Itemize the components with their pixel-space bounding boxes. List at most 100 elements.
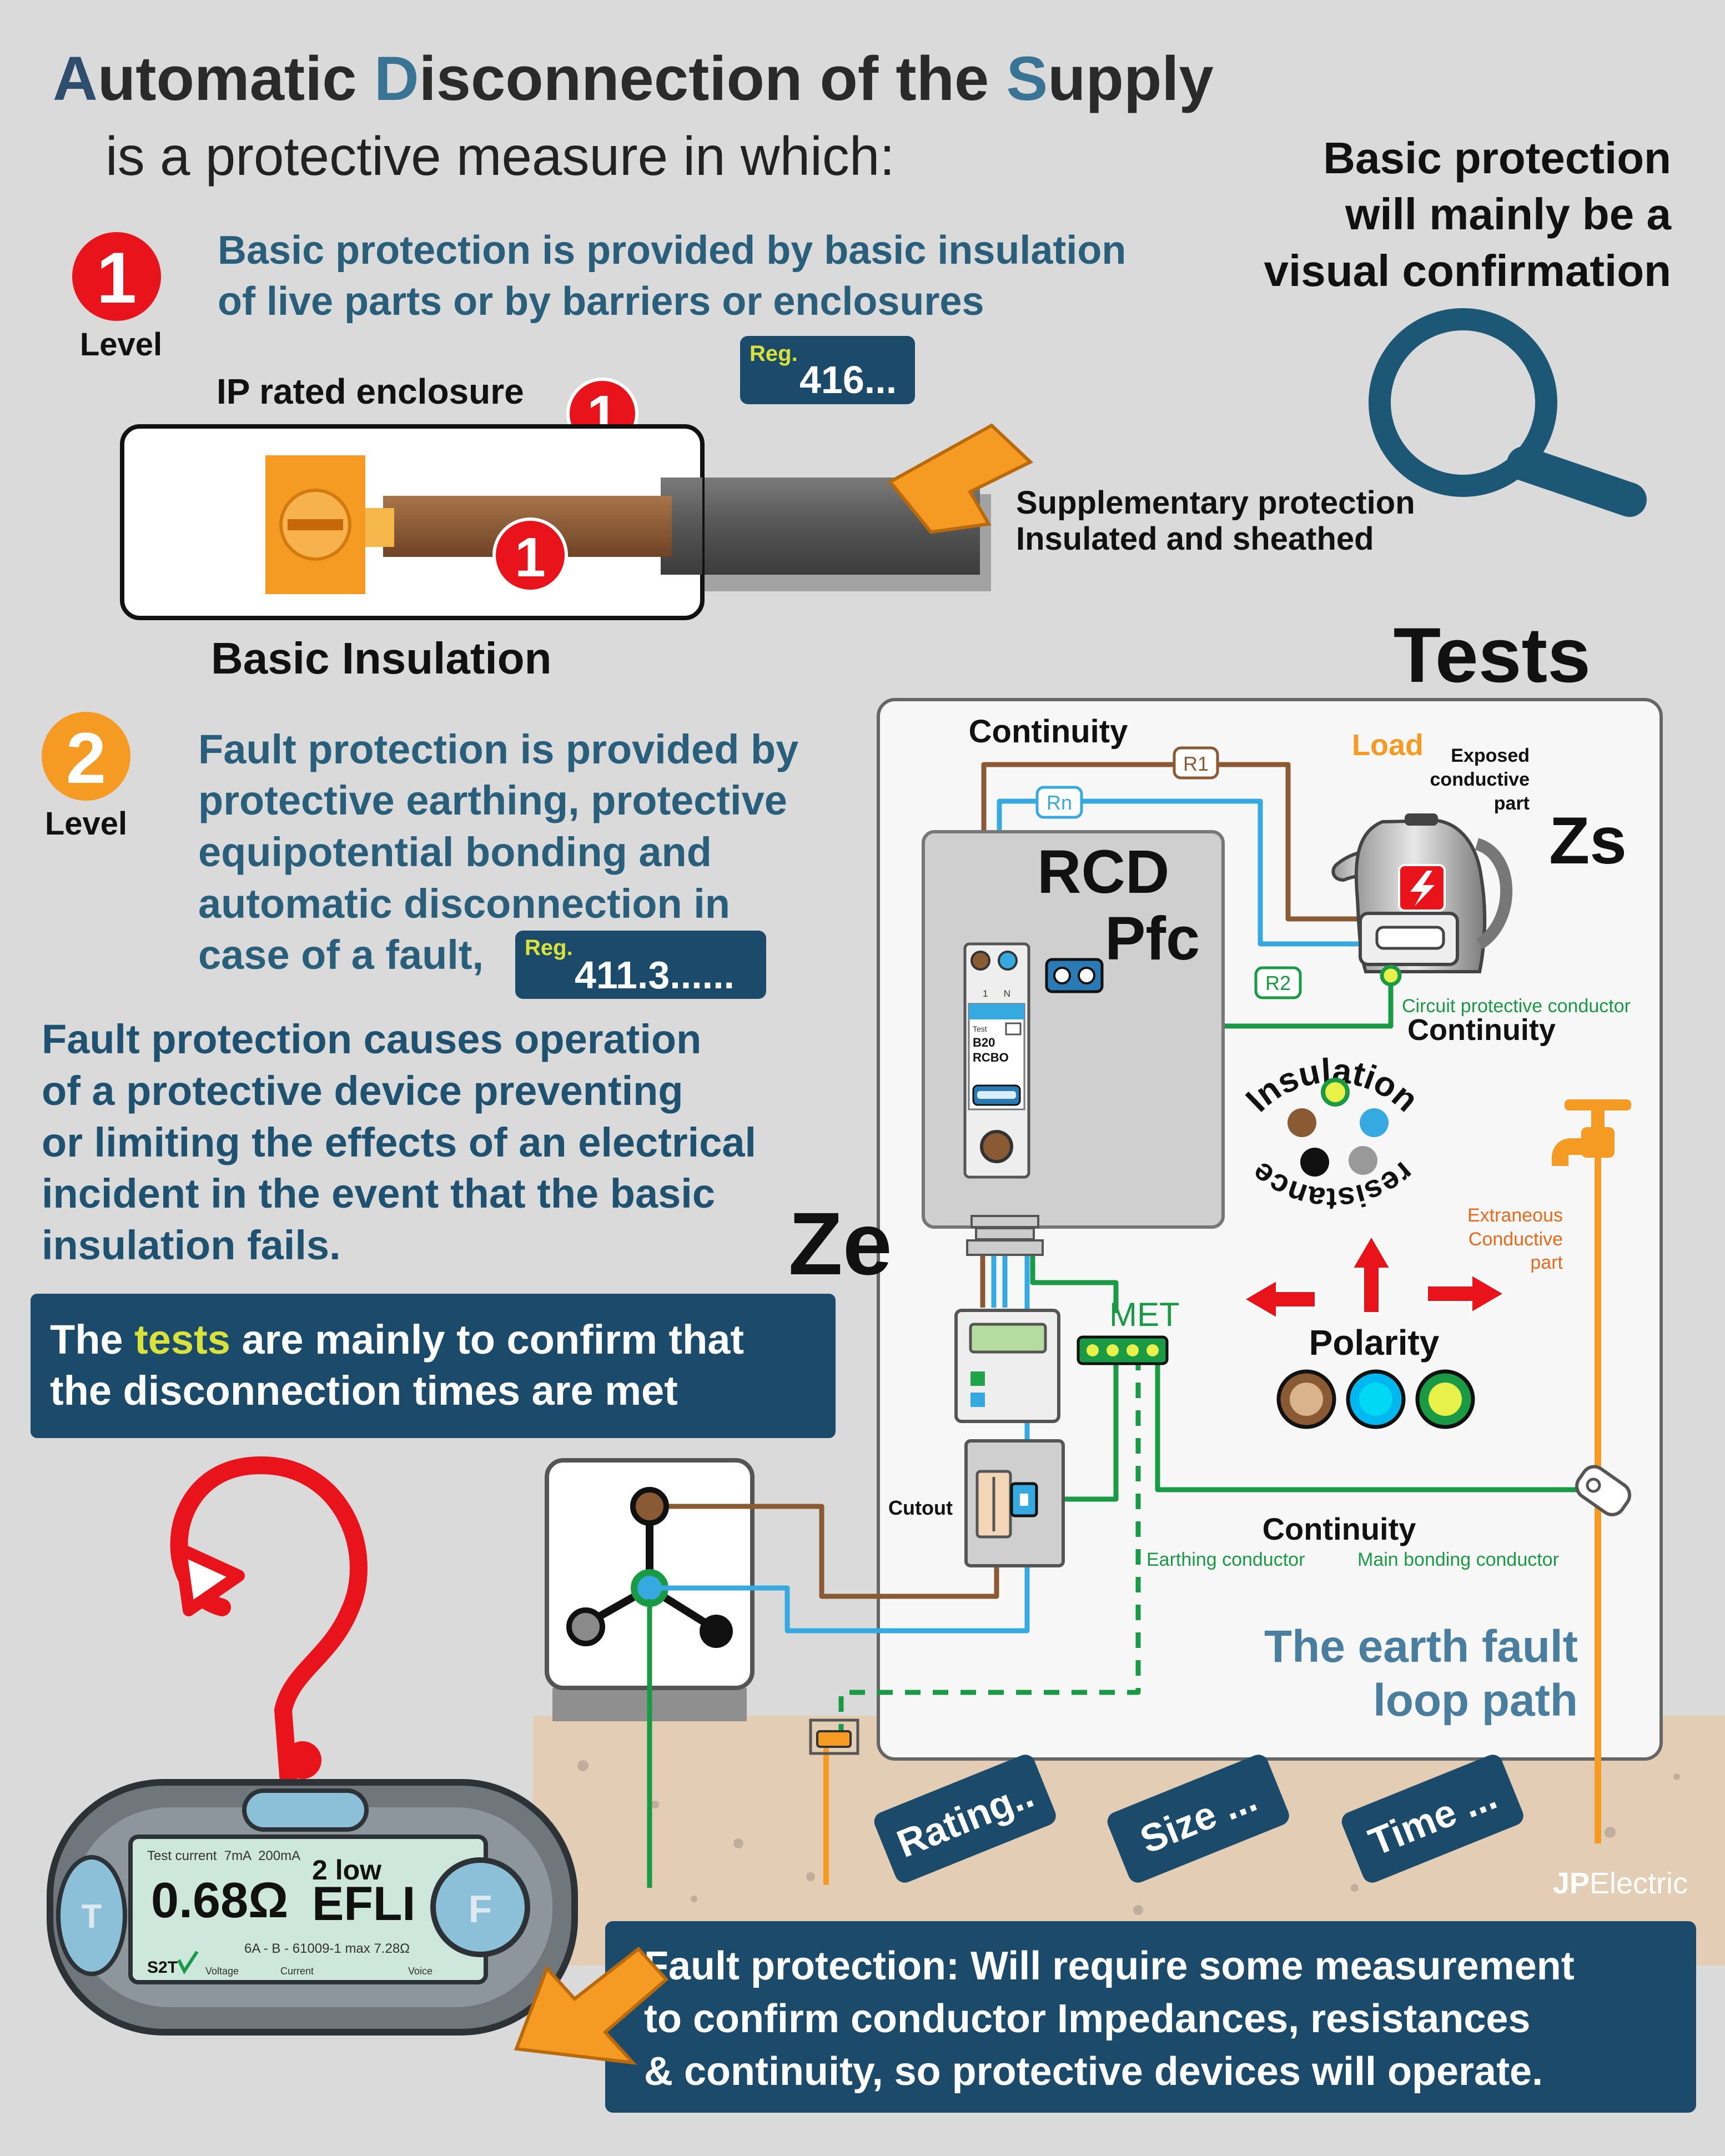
svg-text:Test: Test — [973, 1024, 987, 1033]
cable-illustration — [120, 424, 991, 620]
svg-text:insulation fails.: insulation fails. — [42, 1222, 341, 1268]
svg-text:RCBO: RCBO — [973, 1051, 1009, 1064]
fault-paragraph: Fault protection causes operation of a p… — [42, 1016, 756, 1268]
load-label: Load — [1352, 728, 1424, 762]
continuity-cpc-label: Continuity — [1407, 1013, 1556, 1047]
svg-text:416...: 416... — [799, 358, 897, 401]
continuity-top-label: Continuity — [969, 713, 1128, 750]
svg-text:of a protective device prevent: of a protective device preventing — [42, 1068, 683, 1114]
tests-heading: Tests — [1394, 611, 1591, 698]
level2-label: Level — [45, 806, 127, 842]
svg-text:part: part — [1530, 1252, 1563, 1273]
svg-text:1: 1 — [515, 526, 546, 589]
pointer-arrow-icon — [514, 1946, 669, 2065]
svg-text:Fault protection causes operat: Fault protection causes operation — [42, 1016, 701, 1062]
continuity-bottom-label: Continuity — [1263, 1511, 1416, 1546]
polarity-label: Polarity — [1309, 1323, 1440, 1363]
rcd-label: RCD — [1037, 838, 1169, 906]
svg-text:automatic disconnection in: automatic disconnection in — [198, 881, 730, 927]
supplementary-line2: Insulated and sheathed — [1016, 521, 1374, 557]
svg-text:to confirm conductor Impedance: to confirm conductor Impedances, resista… — [644, 1997, 1530, 2041]
svg-text:1: 1 — [97, 237, 137, 318]
level1-badge: 1 Level — [72, 232, 162, 363]
tester-voice: Voice — [408, 1966, 432, 1977]
supplementary-arrow-icon — [887, 423, 1034, 534]
supply-transformer — [545, 1458, 755, 1721]
polarity-cores — [1276, 1369, 1475, 1429]
svg-text:case of a fault,: case of a fault, — [198, 932, 484, 978]
basic-insulation-label: Basic Insulation — [211, 634, 551, 683]
electricity-meter — [954, 1309, 1060, 1423]
level2-text: Fault protection is provided by protecti… — [198, 726, 798, 978]
exposed-part-label: Exposed conductive part — [1430, 745, 1530, 814]
kettle-icon — [1331, 813, 1513, 987]
r1-tag: R1 — [1173, 746, 1219, 780]
level2-badge: 2 Level — [42, 712, 130, 842]
met-label: MET — [1109, 1296, 1180, 1333]
level1-label: Level — [80, 326, 162, 363]
subtitle: is a protective measure in which: — [105, 125, 895, 187]
svg-text:R1: R1 — [1183, 752, 1209, 775]
cutout — [964, 1439, 1065, 1567]
title: Automatic Disconnection of the Supply — [53, 44, 1214, 113]
tester-spec: 6A - B - 61009-1 max 7.28Ω — [244, 1941, 410, 1956]
tester-voltage: Voltage — [205, 1966, 239, 1977]
level1-reg-badge: Reg. 416... — [740, 336, 915, 404]
pfc-label: Pfc — [1105, 904, 1200, 973]
earth-electrode — [809, 1718, 859, 1885]
level1-text-line1: Basic protection is provided by basic in… — [218, 228, 1126, 273]
svg-text:B20: B20 — [973, 1036, 995, 1049]
magnifier-icon — [1369, 308, 1647, 517]
visual-note-line3: visual confirmation — [1264, 246, 1671, 295]
tester-brand: S2T — [147, 1958, 178, 1977]
svg-text:incident in the event that the: incident in the event that the basic — [42, 1170, 715, 1217]
svg-text:Fault protection: Will require: Fault protection: Will require some meas… — [644, 1944, 1575, 1988]
tester-test-current: Test current 7mA 200mA — [147, 1848, 300, 1863]
question-mark-icon — [170, 1456, 368, 1791]
main-bonding-label: Main bonding conductor — [1357, 1549, 1559, 1570]
svg-text:Exposed: Exposed — [1451, 745, 1530, 766]
level2-reg-badge: Reg. 411.3...... — [515, 931, 766, 999]
level1-text-line2: of live parts or by barriers or enclosur… — [218, 279, 984, 324]
earthing-conductor-label: Earthing conductor — [1146, 1549, 1305, 1570]
loop-path-line2: loop path — [1373, 1675, 1578, 1726]
ze-label: Ze — [788, 1194, 892, 1293]
svg-text:1 N: 1 N — [983, 988, 1010, 999]
tests-purpose-box: The tests are mainly to confirm that the… — [31, 1294, 836, 1438]
visual-note-line2: will mainly be a — [1345, 189, 1671, 239]
svg-text:411.3......: 411.3...... — [575, 953, 735, 997]
svg-text:Conductive: Conductive — [1468, 1229, 1563, 1250]
svg-text:The tests are mainly to confir: The tests are mainly to confirm that — [50, 1316, 744, 1363]
rn-tag: Rn — [1035, 786, 1083, 819]
enclosure-label: IP rated enclosure — [217, 371, 524, 411]
measurement-note-box: Fault protection: Will require some meas… — [605, 1921, 1696, 2113]
svg-text:Fault protection is provided b: Fault protection is provided by — [198, 726, 798, 772]
credit: JPElectric — [1553, 1867, 1688, 1900]
svg-text:or limiting the effects of an: or limiting the effects of an electrical — [42, 1119, 756, 1165]
svg-text:conductive: conductive — [1430, 769, 1530, 790]
cpc-label: Circuit protective conductor — [1402, 996, 1631, 1017]
supplementary-line1: Supplementary protection — [1016, 485, 1415, 521]
tester-mode-line2: EFLI — [312, 1877, 415, 1931]
main-earthing-terminal — [1077, 1335, 1169, 1365]
cable-gland — [966, 1215, 1044, 1256]
svg-text:protective earthing, protectiv: protective earthing, protective — [198, 777, 787, 823]
svg-text:Reg.: Reg. — [525, 936, 573, 960]
extraneous-label: Extraneous Conductive part — [1467, 1205, 1563, 1273]
tag-time: Time ... — [1341, 1755, 1523, 1883]
visual-note-line1: Basic protection — [1323, 133, 1671, 183]
insulation-marker: 1 — [492, 517, 568, 593]
bonding-clamp — [1575, 1465, 1632, 1516]
svg-text:Extraneous: Extraneous — [1467, 1205, 1563, 1226]
svg-text:Automatic Disconnection of the: Automatic Disconnection of the Supply — [53, 44, 1214, 113]
tester-current: Current — [280, 1966, 314, 1977]
tester-mode-line1: 2 low — [312, 1855, 381, 1886]
loop-path-line1: The earth fault — [1264, 1621, 1578, 1672]
rcbo: 1 N Test B20 RCBO — [963, 942, 1030, 1179]
polarity-arrows — [1241, 1233, 1507, 1321]
svg-text:2: 2 — [66, 717, 106, 798]
svg-text:Reg.: Reg. — [750, 341, 798, 366]
tester-button-t: T — [82, 1898, 102, 1935]
